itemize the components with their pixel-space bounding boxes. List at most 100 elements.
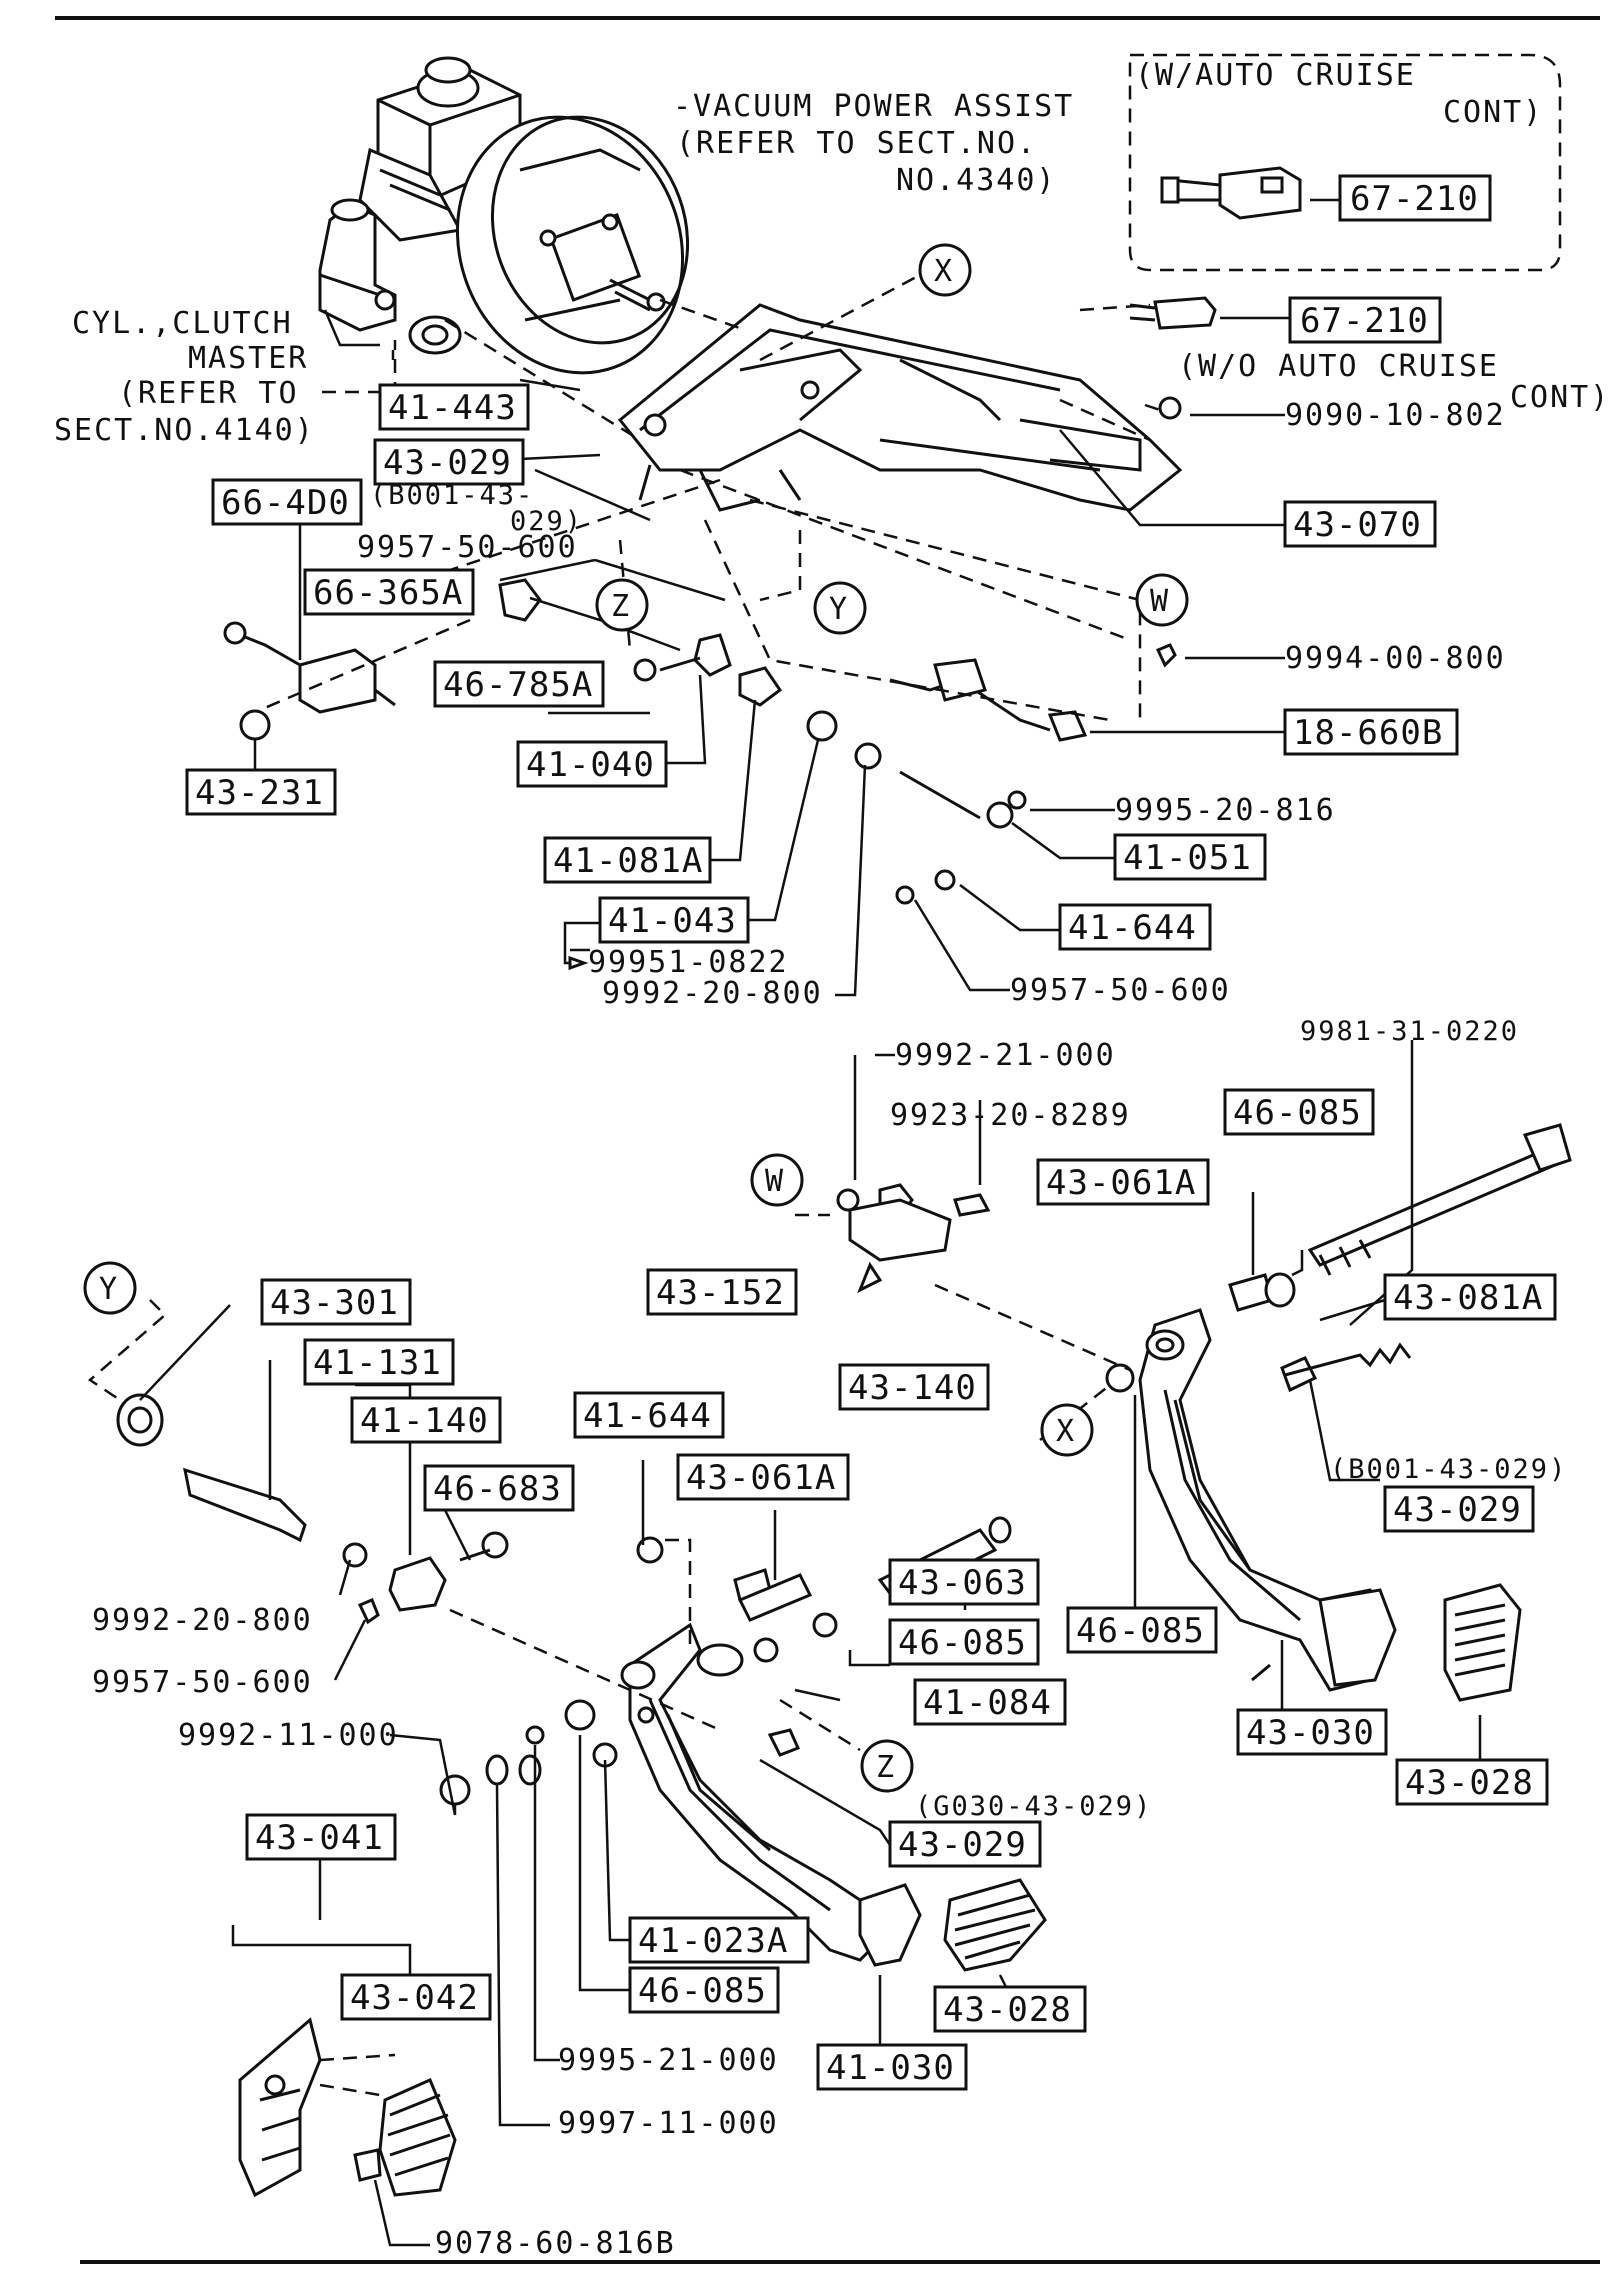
part-box-41-131: 41-131 <box>303 1338 455 1386</box>
note-b001-43-029: (B001-43-029) <box>1330 1454 1567 1485</box>
part-9090-10-802: 9090-10-802 <box>1285 398 1506 433</box>
svg-text:41-023A: 41-023A <box>638 1921 788 1961</box>
part-box-43-029-clutch: 43-029 <box>888 1820 1042 1868</box>
lower-dashed-lines <box>87 1213 1131 2097</box>
part-9923-20-8289: 9923-20-8289 <box>890 1098 1131 1133</box>
svg-text:41-140: 41-140 <box>360 1401 489 1441</box>
w-auto-cruise-line2: CONT) <box>1443 95 1543 130</box>
vacuum-callout-line3: NO.4340) <box>896 163 1057 198</box>
marker-x-lower: X <box>1040 1403 1094 1457</box>
svg-text:43-029: 43-029 <box>898 1825 1027 1865</box>
note-g030-43-029: (G030-43-029) <box>915 1791 1152 1822</box>
wo-auto-cruise-line1: (W/O AUTO CRUISE <box>1178 349 1499 384</box>
vacuum-booster-drawing <box>358 56 690 375</box>
part-box-46-683: 46-683 <box>423 1464 575 1512</box>
marker-y-upper: Y <box>813 581 867 635</box>
svg-text:43-231: 43-231 <box>195 773 324 813</box>
part-box-43-070: 43-070 <box>1283 500 1437 548</box>
part-9995-21-000: 9995-21-000 <box>558 2043 779 2078</box>
part-box-66-365A: 66-365A <box>303 568 475 616</box>
part-9992-20-800-upper: 9992-20-800 <box>602 976 823 1011</box>
part-box-43-061A-lower: 43-061A <box>676 1453 850 1501</box>
part-box-43-140: 43-140 <box>838 1363 990 1411</box>
part-9997-11-000: 9997-11-000 <box>558 2106 779 2141</box>
part-box-43-030: 43-030 <box>1236 1708 1388 1756</box>
svg-text:67-210: 67-210 <box>1300 301 1429 341</box>
part-box-46-085-upper: 46-085 <box>1223 1088 1375 1136</box>
brake-bushing-bolt-drawing <box>1105 1123 1572 1393</box>
svg-text:Z: Z <box>876 1750 896 1785</box>
part-box-41-051: 41-051 <box>1113 833 1267 881</box>
svg-text:46-683: 46-683 <box>433 1469 562 1509</box>
svg-text:43-042: 43-042 <box>350 1978 479 2018</box>
clutch-master-line2: MASTER <box>188 341 308 376</box>
part-box-43-029-upper: 43-029 <box>373 438 525 486</box>
svg-text:41-443: 41-443 <box>388 388 517 428</box>
clutch-switch-drawing <box>223 621 396 741</box>
svg-text:Y: Y <box>829 592 849 627</box>
part-box-43-061A-upper: 43-061A <box>1036 1158 1210 1206</box>
cruise-switch-w-cruise-drawing <box>1160 166 1302 220</box>
marker-y-lower: Y <box>83 1261 137 1315</box>
svg-text:43-029: 43-029 <box>383 443 512 483</box>
part-box-41-040: 41-040 <box>516 740 668 788</box>
part-box-41-081A: 41-081A <box>543 836 712 884</box>
brake-pedal-drawing <box>1138 1308 1397 1692</box>
part-box-41-084: 41-084 <box>913 1678 1067 1726</box>
part-box-41-030: 41-030 <box>816 2043 968 2091</box>
part-9957-50-600-upper: 9957-50-600 <box>357 530 578 565</box>
svg-text:W: W <box>765 1164 785 1199</box>
part-box-43-028-brake: 43-028 <box>1395 1758 1549 1806</box>
svg-text:46-085: 46-085 <box>1076 1611 1205 1651</box>
vacuum-callout-line2: (REFER TO SECT.NO. <box>676 126 1037 161</box>
svg-text:43-152: 43-152 <box>656 1273 785 1313</box>
svg-text:46-085: 46-085 <box>638 1971 767 2011</box>
part-box-43-231: 43-231 <box>185 768 337 816</box>
note-b001-43-a: (B001-43- <box>370 480 534 511</box>
part-box-67-210-cruise: 67-210 <box>1338 174 1492 222</box>
svg-text:43-061A: 43-061A <box>1046 1163 1196 1203</box>
part-99951-0822: 99951-0822 <box>588 945 789 980</box>
part-box-46-785A: 46-785A <box>433 660 605 708</box>
svg-text:41-131: 41-131 <box>313 1343 442 1383</box>
svg-text:Z: Z <box>611 589 631 624</box>
part-9981-31-0220: 9981-31-0220 <box>1300 1016 1519 1047</box>
part-box-66-4D0: 66-4D0 <box>211 478 363 526</box>
cruise-callout-frame <box>1128 53 1562 272</box>
part-box-46-085-brake: 46-085 <box>1066 1606 1218 1654</box>
upper-small-parts <box>498 578 1177 905</box>
part-box-41-140: 41-140 <box>350 1396 502 1444</box>
part-box-43-301: 43-301 <box>260 1278 412 1326</box>
part-box-41-644-upper: 41-644 <box>1058 903 1212 951</box>
svg-text:43-028: 43-028 <box>1405 1763 1534 1803</box>
svg-text:43-081A: 43-081A <box>1393 1278 1543 1318</box>
part-box-18-660B: 18-660B <box>1283 708 1459 756</box>
svg-text:67-210: 67-210 <box>1350 179 1479 219</box>
svg-text:43-041: 43-041 <box>255 1818 384 1858</box>
part-9992-11-000: 9992-11-000 <box>178 1718 399 1753</box>
w-auto-cruise-line1: (W/AUTO CRUISE <box>1135 58 1416 93</box>
svg-text:Y: Y <box>99 1272 119 1307</box>
svg-text:X: X <box>1056 1414 1076 1449</box>
svg-text:41-644: 41-644 <box>1068 908 1197 948</box>
brake-pedal-pad-drawing <box>1443 1583 1522 1702</box>
svg-text:W: W <box>1150 584 1170 619</box>
pedal-bracket-drawing <box>617 303 1183 512</box>
marker-w-lower: W <box>750 1153 804 1207</box>
part-9994-00-800: 9994-00-800 <box>1285 641 1506 676</box>
part-box-43-081A: 43-081A <box>1383 1273 1557 1321</box>
part-box-67-210: 67-210 <box>1288 296 1442 344</box>
clutch-master-cylinder-drawing <box>318 198 462 355</box>
part-box-46-085-mid: 46-085 <box>888 1618 1040 1666</box>
part-9992-21-000: 9992-21-000 <box>895 1038 1116 1073</box>
clutch-master-line3: (REFER TO <box>118 376 299 411</box>
svg-text:41-030: 41-030 <box>826 2048 955 2088</box>
part-box-41-043: 41-043 <box>598 896 750 944</box>
part-box-43-152: 43-152 <box>646 1268 798 1316</box>
svg-text:43-029: 43-029 <box>1393 1490 1522 1530</box>
svg-text:46-785A: 46-785A <box>443 665 593 705</box>
part-9995-20-816: 9995-20-816 <box>1115 793 1336 828</box>
clutch-pedal-pad-drawing <box>943 1878 1047 1972</box>
svg-text:41-051: 41-051 <box>1123 838 1252 878</box>
part-box-43-028-clutch: 43-028 <box>933 1985 1087 2033</box>
